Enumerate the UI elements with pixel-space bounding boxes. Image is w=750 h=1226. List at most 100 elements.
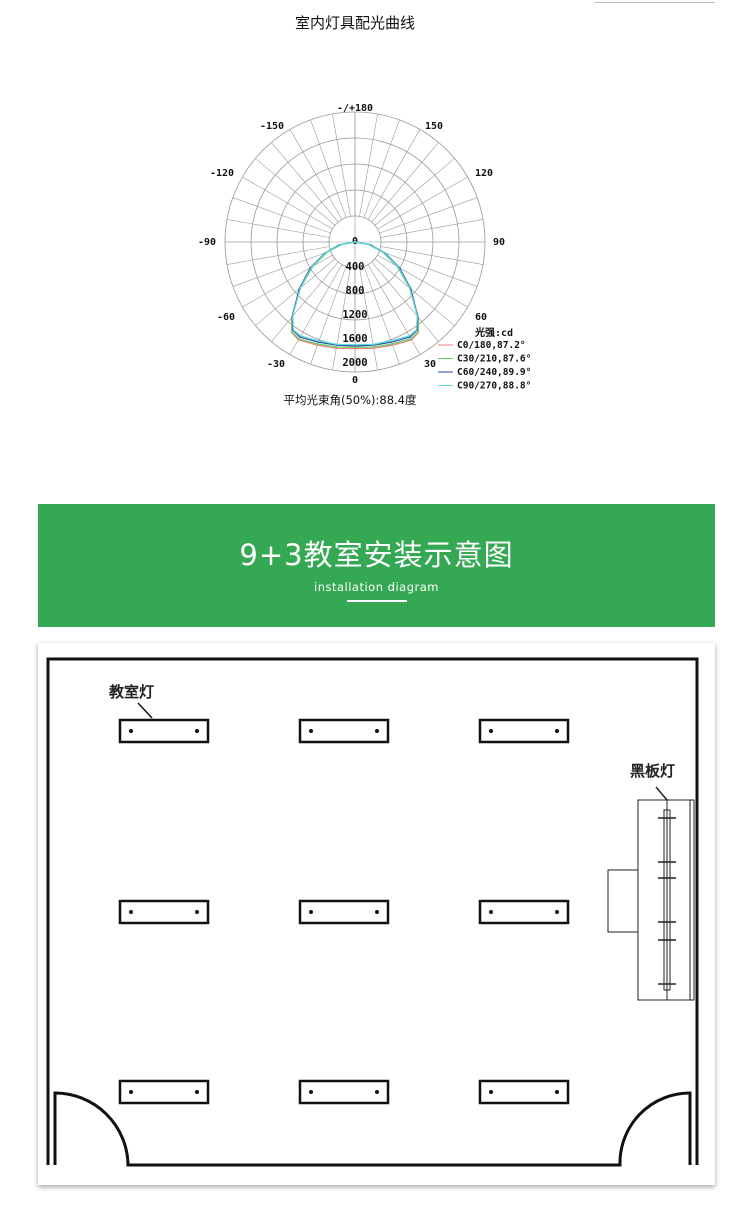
mount-point [129,1090,133,1094]
angle-label: -30 [267,359,285,370]
polar-spoke [255,158,336,226]
mount-point [309,729,313,733]
chart-title: 室内灯具配光曲线 [294,14,415,32]
radial-tick-label: 1200 [342,309,367,321]
polar-spoke [242,176,333,230]
blackboard [607,786,695,1001]
polar-spoke [374,258,455,326]
polar-spoke [374,158,455,226]
mount-point [129,910,133,914]
light-fixture [298,1079,390,1105]
banner-underline [346,600,407,602]
mount-point [375,729,379,733]
angle-label: -60 [217,312,235,323]
polar-spoke [271,142,339,223]
cropped-top-text [595,0,715,3]
mount-point [489,729,493,733]
classroom-light [478,718,570,744]
polar-spoke [363,266,400,365]
polar-spoke [332,267,351,371]
polar-spoke [377,176,468,230]
classroom-light-label: 教室灯 [109,683,155,701]
beam-angle-label: 平均光束角(50%):88.4度 [283,393,417,407]
classroom-floor-plan [46,657,699,1167]
banner-subtitle: installation diagram [314,580,439,594]
blackboard-light-label: 黑板灯 [630,762,676,780]
light-fixture [118,1079,210,1105]
angle-label: -120 [210,168,234,179]
classroom-light [118,718,210,744]
classroom-light [298,899,390,925]
polar-spoke [363,119,400,218]
room-wall [46,657,699,1165]
angle-label: -/+180 [337,103,373,114]
mount-point [309,1090,313,1094]
light-fixture [478,718,570,744]
angle-label: -150 [260,121,284,132]
polar-spoke [255,258,336,326]
mount-point [375,910,379,914]
polar-spoke [242,254,333,308]
light-fixture [118,899,210,925]
series-curve [291,241,419,347]
banner-title: 9+3教室安装示意图 [239,538,514,572]
angle-label: 0 [352,375,358,386]
classroom-light [298,718,390,744]
polar-spoke [367,129,421,220]
polar-spoke [310,119,347,218]
polar-spoke [371,142,439,223]
polar-spoke [377,254,468,308]
mount-point [309,910,313,914]
light-fixture [478,899,570,925]
polar-spoke [379,197,478,234]
radial-tick-label: 800 [346,285,365,297]
polar-spoke [359,113,378,217]
angle-label: 150 [425,121,443,132]
polar-spoke [332,113,351,217]
mount-point [195,729,199,733]
polar-spoke [232,250,331,287]
angle-label: 120 [475,168,493,179]
radial-tick-label: 400 [346,261,365,273]
unit-label: 光强:cd [474,326,513,339]
polar-spoke [232,197,331,234]
mount-point [555,729,559,733]
legend-entry: C90/270,88.8° [457,381,531,392]
section-banner: 9+3教室安装示意图 installation diagram [38,504,715,627]
classroom-light [478,1079,570,1105]
door-left [53,1091,692,1167]
mount-point [555,910,559,914]
light-fixture [118,718,210,744]
light-fixture [298,718,390,744]
legend-entry: C30/210,87.6° [457,354,531,365]
polar-spoke [310,266,347,365]
classroom-light [118,1079,210,1105]
radial-tick-label: 2000 [342,357,367,369]
polar-spoke [271,261,339,342]
polar-spoke [379,250,478,287]
mount-point [195,1090,199,1094]
polar-spoke [359,267,378,371]
polar-spoke [226,219,330,238]
radial-tick-label: 1600 [342,333,367,345]
polar-spoke [371,261,439,342]
light-fixture [478,1079,570,1105]
angle-label: 30 [424,359,436,370]
mount-point [489,910,493,914]
polar-spoke [226,246,330,265]
classroom-light-leader [137,702,153,719]
polar-spoke [289,129,343,220]
polar-spoke [380,246,484,265]
legend-entry: C60/240,89.9° [457,367,531,378]
angle-label: 60 [475,312,487,323]
installation-diagram: 教室灯 黑板灯 [38,643,715,1185]
series-curve [292,241,418,346]
mount-point [375,1090,379,1094]
mount-point [195,910,199,914]
mount-point [489,1090,493,1094]
polar-spoke [380,219,484,238]
angle-label: -90 [198,237,216,248]
light-fixture [298,899,390,925]
legend-entry: C0/180,87.2° [457,340,526,351]
